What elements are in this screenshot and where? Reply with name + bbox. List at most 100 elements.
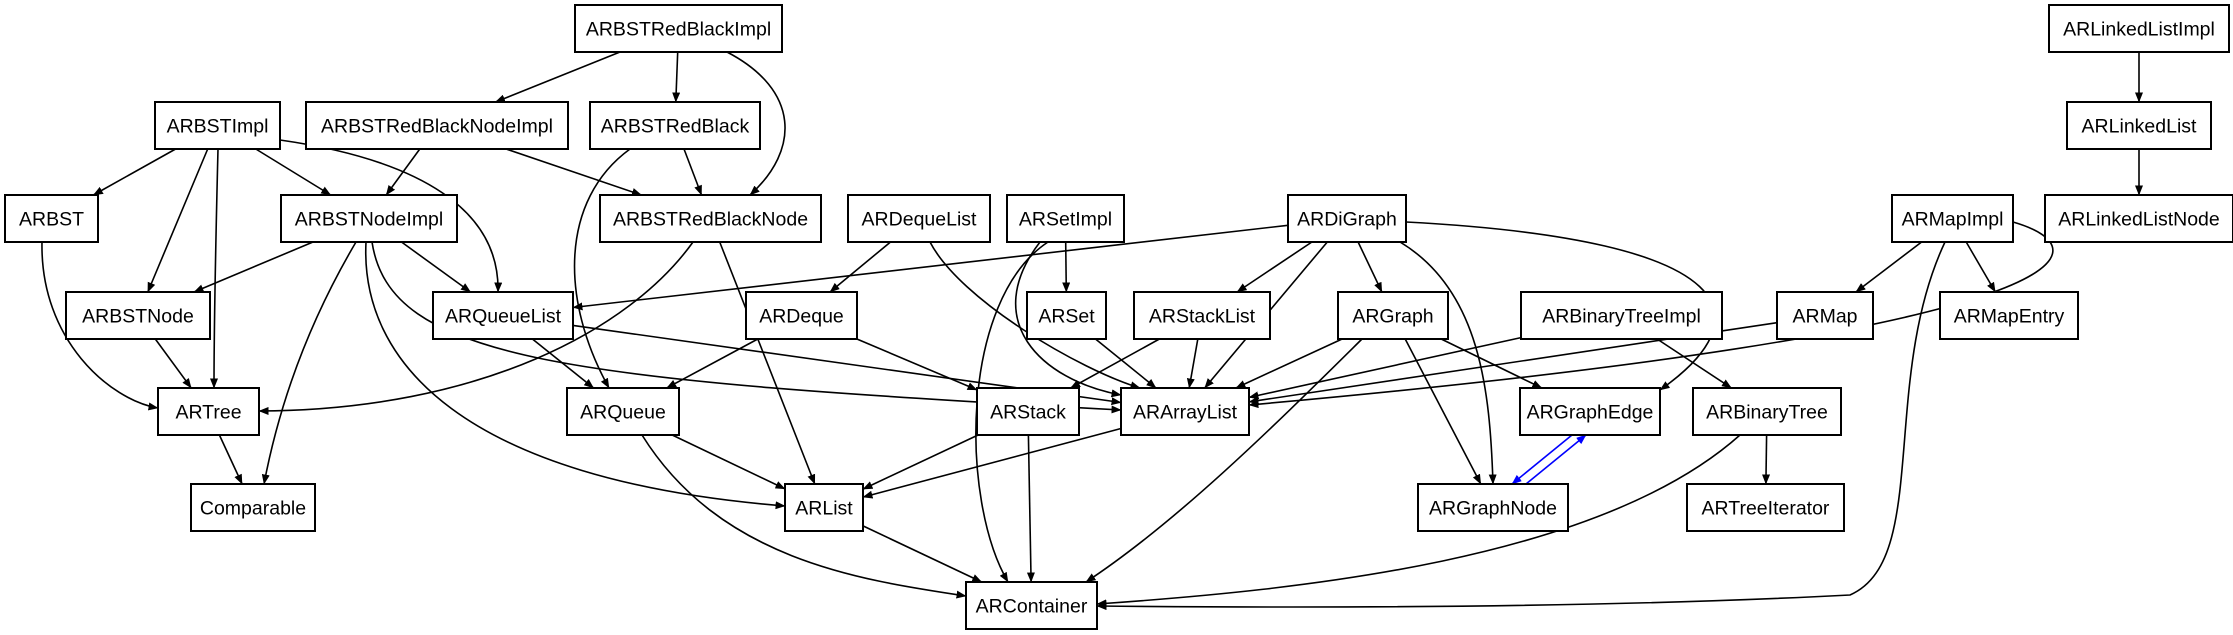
node-label: ARBSTRedBlackNode: [613, 209, 808, 231]
node-label: ARBSTRedBlackImpl: [586, 19, 771, 41]
node-ARBSTRedBlack: ARBSTRedBlack: [589, 101, 761, 150]
node-ARBinaryTree: ARBinaryTree: [1692, 387, 1842, 436]
node-label: ARTreeIterator: [1702, 498, 1830, 520]
node-ARBSTRedBlackImpl: ARBSTRedBlackImpl: [574, 4, 783, 53]
node-box: [1026, 291, 1107, 340]
node-ARLinkedList: ARLinkedList: [2066, 101, 2212, 150]
node-ARDeque: ARDeque: [745, 291, 858, 340]
edge-ARTree-to-Comparable: [218, 434, 243, 485]
node-box: [745, 291, 858, 340]
node-ARStack: ARStack: [976, 387, 1080, 436]
node-ARQueue: ARQueue: [566, 387, 680, 436]
node-ARBSTNode: ARBSTNode: [65, 291, 211, 340]
edge-ARBinaryTreeImpl-to-ARArrayList: [1248, 336, 1522, 400]
edge-ARDeque-to-ARStack: [856, 338, 978, 391]
node-label: ARBSTNodeImpl: [295, 209, 443, 231]
node-ARLinkedListImpl: ARLinkedListImpl: [2048, 4, 2230, 53]
edge-ARBSTNode-to-ARTree: [154, 338, 192, 389]
node-box: [566, 387, 680, 436]
edge-ARGraphEdge-to-ARGraphNode: [1511, 434, 1573, 485]
edge-ARBSTImpl-to-ARBSTNode: [147, 148, 209, 293]
node-ARMap: ARMap: [1776, 291, 1874, 340]
node-ARBST: ARBST: [4, 194, 99, 243]
node-box: [157, 387, 260, 436]
edge-ARArrayList-to-ARList: [862, 427, 1122, 499]
edge-ARDiGraph-to-ARQueueList: [572, 224, 1289, 311]
edge-ARSetImpl-to-ARSet: [1062, 241, 1071, 293]
edge-ARMapImpl-to-ARMap: [1855, 241, 1923, 293]
edge-ARQueueList-to-ARQueue: [531, 338, 595, 389]
node-label: ARDequeList: [862, 209, 977, 231]
node-box: [1776, 291, 1874, 340]
node-label: ARSetImpl: [1019, 209, 1112, 231]
node-box: [305, 101, 569, 150]
node-box: [190, 483, 316, 532]
node-box: [65, 291, 211, 340]
node-label: ARBSTRedBlack: [601, 116, 750, 138]
edge-ARDeque-to-ARQueue: [666, 338, 759, 389]
node-ARMapImpl: ARMapImpl: [1891, 194, 2014, 243]
node-ARDequeList: ARDequeList: [847, 194, 991, 243]
node-label: ARBinaryTree: [1706, 402, 1828, 424]
edge-ARBinaryTree-to-ARContainer: [1096, 434, 1741, 608]
node-label: ARArrayList: [1133, 402, 1238, 424]
node-label: ARQueueList: [445, 306, 562, 328]
node-ARList: ARList: [784, 483, 864, 532]
edge-ARDiGraph-to-ARGraph: [1357, 241, 1383, 293]
edge-ARQueue-to-ARList: [671, 434, 786, 490]
node-box: [1006, 194, 1125, 243]
node-box: [1692, 387, 1842, 436]
edge-ARBSTRedBlackNodeImpl-to-ARBSTRedBlackNode: [505, 148, 642, 196]
node-label: ARContainer: [976, 596, 1088, 618]
node-box: [1417, 483, 1569, 532]
edge-ARBSTNodeImpl-to-ARBSTNode: [193, 241, 314, 293]
node-label: ARQueue: [580, 402, 666, 424]
node-ARSetImpl: ARSetImpl: [1006, 194, 1125, 243]
edge-ARStack-to-ARContainer: [1026, 434, 1035, 583]
edge-ARGraphNode-to-ARGraphEdge: [1525, 434, 1587, 485]
edge-ARMapImpl-to-ARMapEntry: [1965, 241, 1996, 293]
node-label: ARList: [795, 498, 853, 520]
edge-ARBinaryTreeImpl-to-ARBinaryTree: [1656, 338, 1732, 389]
edge-ARDiGraph-to-ARStackList: [1236, 241, 1313, 293]
node-ARGraphEdge: ARGraphEdge: [1519, 387, 1661, 436]
edge-ARGraph-to-ARGraphNode: [1404, 338, 1482, 485]
edge-ARGraph-to-ARArrayList: [1235, 338, 1343, 389]
node-label: ARTree: [175, 402, 241, 424]
node-ARStackList: ARStackList: [1133, 291, 1271, 340]
node-label: ARBSTImpl: [167, 116, 269, 138]
edge-ARBSTNodeImpl-to-ARArrayList: [371, 241, 1122, 414]
edge-ARStackList-to-ARStack: [1070, 338, 1160, 389]
edge-ARStackList-to-ARArrayList: [1186, 338, 1199, 389]
node-ARBSTImpl: ARBSTImpl: [154, 101, 281, 150]
node-ARDiGraph: ARDiGraph: [1287, 194, 1407, 243]
node-ARSet: ARSet: [1026, 291, 1107, 340]
node-box: [965, 581, 1098, 630]
node-box: [574, 4, 783, 53]
edge-ARBSTNodeImpl-to-Comparable: [261, 241, 357, 485]
node-label: Comparable: [200, 498, 306, 520]
node-ARTreeIterator: ARTreeIterator: [1686, 483, 1845, 532]
node-box: [2066, 101, 2212, 150]
node-box: [1337, 291, 1449, 340]
node-ARGraphNode: ARGraphNode: [1417, 483, 1569, 532]
node-Comparable: Comparable: [190, 483, 316, 532]
edge-ARQueue-to-ARContainer: [641, 434, 967, 599]
edge-ARGraph-to-ARContainer: [1085, 338, 1363, 583]
node-box: [1891, 194, 2014, 243]
node-label: ARGraph: [1352, 306, 1433, 328]
node-label: ARBinaryTreeImpl: [1542, 306, 1701, 328]
node-ARMapEntry: ARMapEntry: [1939, 291, 2079, 340]
edge-ARBSTImpl-to-ARTree: [210, 148, 219, 389]
node-box: [432, 291, 574, 340]
node-box: [2048, 4, 2230, 53]
node-ARBSTRedBlackNodeImpl: ARBSTRedBlackNodeImpl: [305, 101, 569, 150]
node-box: [280, 194, 458, 243]
node-label: ARLinkedListNode: [2058, 209, 2220, 231]
node-box: [4, 194, 99, 243]
node-label: ARGraphNode: [1429, 498, 1557, 520]
node-box: [1939, 291, 2079, 340]
node-label: ARGraphEdge: [1527, 402, 1654, 424]
node-label: ARStackList: [1149, 306, 1256, 328]
node-label: ARBSTNode: [82, 306, 194, 328]
